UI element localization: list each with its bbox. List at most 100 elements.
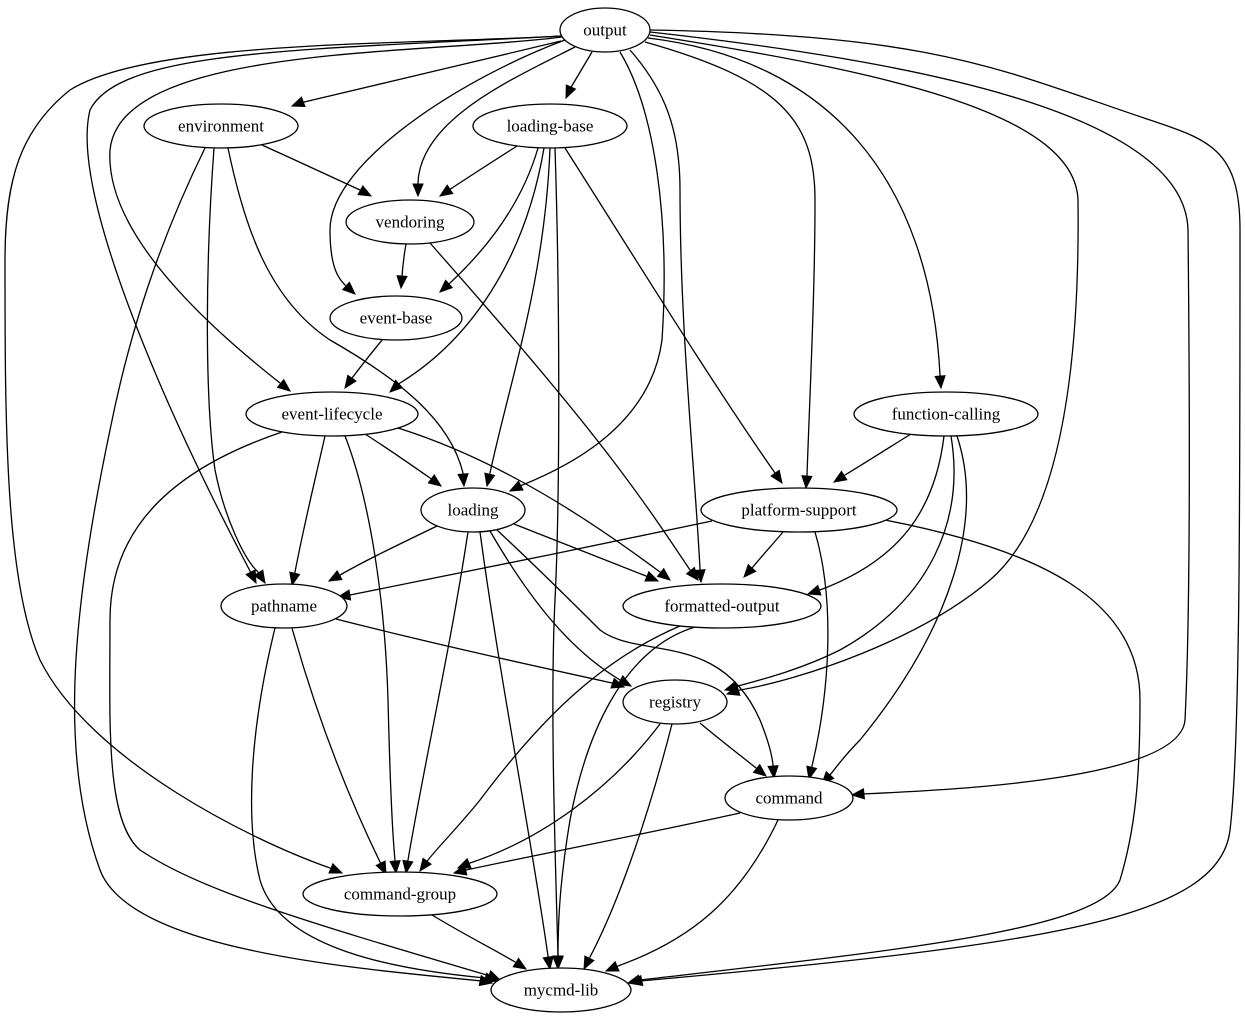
edge-loading-base-to-mycmd-lib [552,147,564,970]
edge-vendoring-to-event-base [396,243,408,290]
edge-command-group-to-mycmd-lib [431,914,528,970]
edge-line [737,435,955,687]
edge-line [569,51,593,90]
edge-pathname-to-command-group [291,627,387,876]
node-event-base: event-base [329,295,463,341]
node-shape [472,103,628,149]
arrowhead [289,571,301,587]
edge-formatted-output-to-mycmd-lib [552,626,696,971]
edge-line-tail [344,284,347,287]
edge-line [844,433,912,476]
edge-output-to-command-group [4,35,563,874]
node-command-group: command-group [302,871,498,917]
node-label: vendoring [376,213,445,232]
edge-platform-support-to-pathname [336,520,713,601]
edge-command-to-mycmd-lib [604,819,779,972]
arrowhead [604,960,620,972]
edge-line [449,147,539,284]
edge-event-base-to-event-lifecycle [344,338,384,390]
edge-line-tail [429,477,432,480]
arrowhead [327,569,343,582]
edge-line [489,147,551,474]
edge-event-lifecycle-to-loading [364,433,443,487]
edge-line [397,427,661,573]
node-shape [559,7,651,53]
node-shape [245,391,419,437]
node-label: command-group [344,885,456,904]
edge-line [617,819,779,967]
arrowhead [484,472,496,488]
arrowhead [743,563,757,578]
edge-line-tail [755,767,758,770]
edge-line [401,243,407,277]
arrowhead [396,275,408,290]
arrowhead [290,96,306,107]
edge-loading-to-command [496,529,779,780]
edge-loading-base-to-event-base [439,147,539,293]
edge-line-tail [514,961,517,964]
edge-line [448,145,518,191]
edge-line [344,435,396,861]
edge-line [479,531,549,957]
edge-line [407,531,469,861]
arrowhead [850,788,866,800]
arrowhead [438,184,454,197]
edge-line-tail [279,382,282,385]
edge-line [299,40,562,104]
edge-line-tail [257,571,260,574]
edge-line [206,147,259,573]
edge-output-to-environment [290,40,562,107]
edge-line [109,36,563,384]
edge-line-tail [843,474,846,477]
edge-environment-to-vendoring [261,144,373,197]
edge-line [811,531,829,767]
edge-line-tail [426,859,429,862]
node-label: output [583,21,627,40]
node-command: command [724,775,854,821]
edge-line [364,433,431,479]
node-label: loading [448,501,499,520]
edge-line-tail [569,86,572,90]
node-label: loading-base [507,117,594,136]
edge-line [429,242,691,571]
edge-line [427,625,681,861]
node-label: environment [178,117,264,136]
arrowhead [752,763,768,777]
edge-line [589,723,673,958]
edge-line [86,35,563,572]
edge-loading-to-registry [489,530,633,687]
arrowhead [626,974,642,986]
node-vendoring: vendoring [345,199,475,245]
edge-pathname-to-registry [335,618,626,689]
edge-command-to-command-group [452,812,741,876]
edge-line [629,49,701,570]
arrowhead [508,480,524,492]
edge-platform-support-to-command [806,531,829,781]
arrowhead [934,375,946,390]
edge-line [489,530,621,681]
node-label: event-base [360,309,433,328]
node-event-lifecycle: event-lifecycle [245,391,419,437]
arrowhead [565,84,577,100]
edge-line [294,435,326,573]
edge-platform-support-to-formatted-output [743,531,784,578]
edge-line [751,531,784,569]
edge-line [250,627,486,979]
node-registry: registry [622,679,728,725]
edge-formatted-output-to-command-group [419,625,681,873]
edges-layer [4,29,1241,987]
edge-line [351,338,384,379]
node-shape [143,103,299,149]
node-shape [853,391,1039,437]
edge-function-calling-to-registry [723,435,955,692]
edge-function-calling-to-platform-support [832,433,912,483]
edge-line [349,520,713,596]
edge-output-to-loading [508,51,665,492]
arrowhead [427,473,443,487]
edge-loading-to-mycmd-lib [479,531,554,971]
edge-registry-to-command [699,722,768,777]
edge-line [647,37,941,376]
edge-event-lifecycle-to-command-group [344,435,401,875]
edge-line-tail [588,956,591,959]
node-shape [220,583,348,629]
